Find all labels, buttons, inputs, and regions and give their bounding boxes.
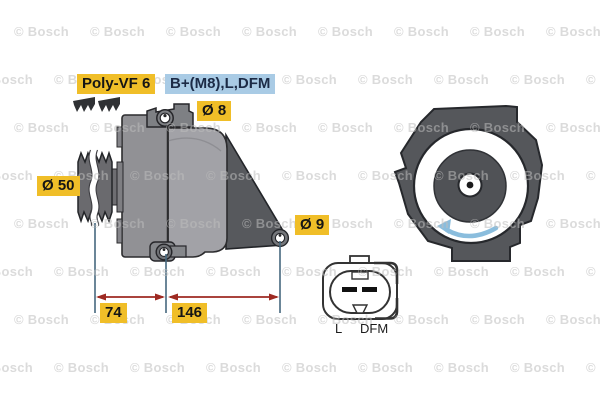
terminal-label: B+(M8),L,DFM: [165, 74, 276, 94]
rear-view: [393, 104, 544, 262]
housing-top-contour: [167, 137, 222, 152]
pulley-break-line-right: [95, 149, 100, 227]
connector-corner-plate-bottom: [375, 298, 399, 320]
dimension-label-146: 146: [172, 303, 208, 323]
front-bracket-rib-top: [116, 126, 123, 148]
connector-pin-label-l: L: [335, 321, 343, 336]
connector-pin-right: [362, 287, 377, 292]
pulley-break-band: [89, 148, 99, 227]
rear-bracket-hole-mark: [278, 234, 282, 237]
drive-shaft: [116, 161, 124, 213]
connector-pin-label-dfm: DFM: [360, 321, 389, 336]
connector-diagram: [322, 255, 399, 320]
top-hole-diameter-label: Ø 8: [197, 101, 232, 121]
pulley-diameter-label: Ø 50: [37, 176, 80, 196]
shaft-center-dot: [466, 181, 474, 189]
dimension-arrow-146: [168, 293, 279, 301]
side-hole-diameter-label: Ø 9: [295, 215, 330, 235]
connector-pin-left: [342, 287, 357, 292]
housing: [167, 127, 228, 258]
front-bracket: [121, 114, 169, 258]
dimension-arrow-74: [96, 293, 165, 301]
dimension-lines: [94, 223, 281, 313]
top-mount-hole-mark: [163, 114, 167, 118]
bottom-mount-hole-mark: [162, 248, 166, 252]
rotation-arrow-icon: [437, 219, 499, 239]
front-bracket-rib-bottom: [116, 218, 123, 244]
top-mount-hole: [159, 112, 171, 124]
pulley-break-line-left: [88, 149, 93, 227]
connector-corner-plate-top: [374, 261, 399, 284]
belt-profile-icon: [73, 97, 120, 112]
connector-key-bottom: [351, 304, 369, 314]
belt-type-label: Poly-VF 6: [77, 74, 156, 94]
side-view: [73, 97, 290, 262]
connector-key-top: [351, 271, 369, 280]
dimension-label-74: 74: [100, 303, 127, 323]
